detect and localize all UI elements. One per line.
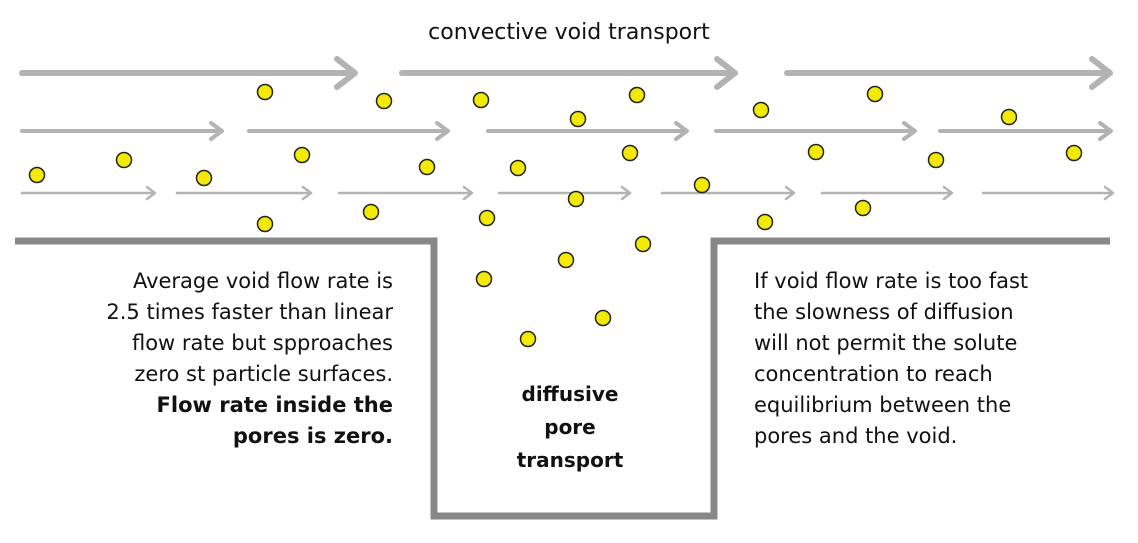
- solute-particle: [362, 203, 380, 221]
- flow-arrowhead: [1098, 121, 1113, 141]
- solute-particle: [256, 83, 274, 101]
- note-bold-line: pores is zero.: [232, 424, 393, 448]
- solute-particle: [621, 144, 639, 162]
- solute-particle: [195, 169, 213, 187]
- pore-label: diffusive pore transport: [470, 378, 670, 477]
- solute-particle: [519, 330, 537, 348]
- solute-particle: [256, 215, 274, 233]
- flow-arrowhead: [714, 56, 738, 90]
- solute-particle: [628, 86, 646, 104]
- solute-particle: [293, 146, 311, 164]
- pore-label-line: diffusive: [521, 382, 619, 406]
- flow-arrowhead: [1103, 185, 1115, 201]
- note-line: equilibrium between the: [754, 393, 1012, 417]
- pore-label-line: pore: [544, 415, 596, 439]
- note-line: If void flow rate is too fast: [754, 269, 1029, 293]
- flow-arrowhead: [784, 185, 796, 201]
- solute-particle: [472, 91, 490, 109]
- solute-particle: [756, 213, 774, 231]
- solute-particle: [557, 251, 575, 269]
- flow-arrowhead: [334, 56, 358, 90]
- flow-arrowhead: [1089, 56, 1113, 90]
- solute-particle: [567, 190, 585, 208]
- diffusion-note: If void flow rate is too fast the slowne…: [754, 266, 1028, 452]
- particle-surface-wall: [15, 237, 1110, 520]
- flow-arrowhead: [209, 121, 224, 141]
- solute-particle: [927, 151, 945, 169]
- solute-particle: [693, 176, 711, 194]
- solute-particle: [1000, 108, 1018, 126]
- solute-particle: [475, 270, 493, 288]
- solute-particle: [807, 143, 825, 161]
- flow-arrowhead: [902, 121, 917, 141]
- solute-particle: [634, 235, 652, 253]
- solute-particle: [594, 309, 612, 327]
- solute-particle: [854, 199, 872, 217]
- solute-particles: [28, 83, 1083, 348]
- flow-arrowhead: [462, 185, 474, 201]
- note-line: pores and the void.: [754, 424, 958, 448]
- solute-particle: [115, 151, 133, 169]
- note-bold-line: Flow rate inside the: [156, 393, 393, 417]
- flow-arrowhead: [620, 185, 632, 201]
- void-flow-rate-note: Average void flow rate is 2.5 times fast…: [106, 266, 393, 452]
- flow-arrowhead: [435, 121, 450, 141]
- flow-arrowhead: [942, 185, 954, 201]
- pore-label-line: transport: [516, 448, 624, 472]
- solute-particle: [375, 92, 393, 110]
- solute-particle: [866, 85, 884, 103]
- flow-arrowhead: [145, 185, 157, 201]
- note-line: Average void flow rate is: [132, 269, 393, 293]
- note-line: zero st particle surfaces.: [134, 362, 393, 386]
- flow-arrowhead: [301, 185, 313, 201]
- flow-arrows: [19, 56, 1115, 201]
- solute-particle: [752, 101, 770, 119]
- solute-particle: [28, 166, 46, 184]
- diagram-title: convective void transport: [428, 20, 710, 45]
- note-line: will not permit the solute: [754, 331, 1018, 355]
- solute-particle: [418, 158, 436, 176]
- solute-particle: [478, 209, 496, 227]
- flow-arrowhead: [674, 121, 689, 141]
- note-line: flow rate but spproaches: [131, 331, 393, 355]
- solute-particle: [1065, 144, 1083, 162]
- note-line: 2.5 times faster than linear: [106, 300, 393, 324]
- note-line: the slowness of diffusion: [754, 300, 1014, 324]
- solute-particle: [569, 110, 587, 128]
- note-line: concentration to reach: [754, 362, 993, 386]
- solute-particle: [509, 159, 527, 177]
